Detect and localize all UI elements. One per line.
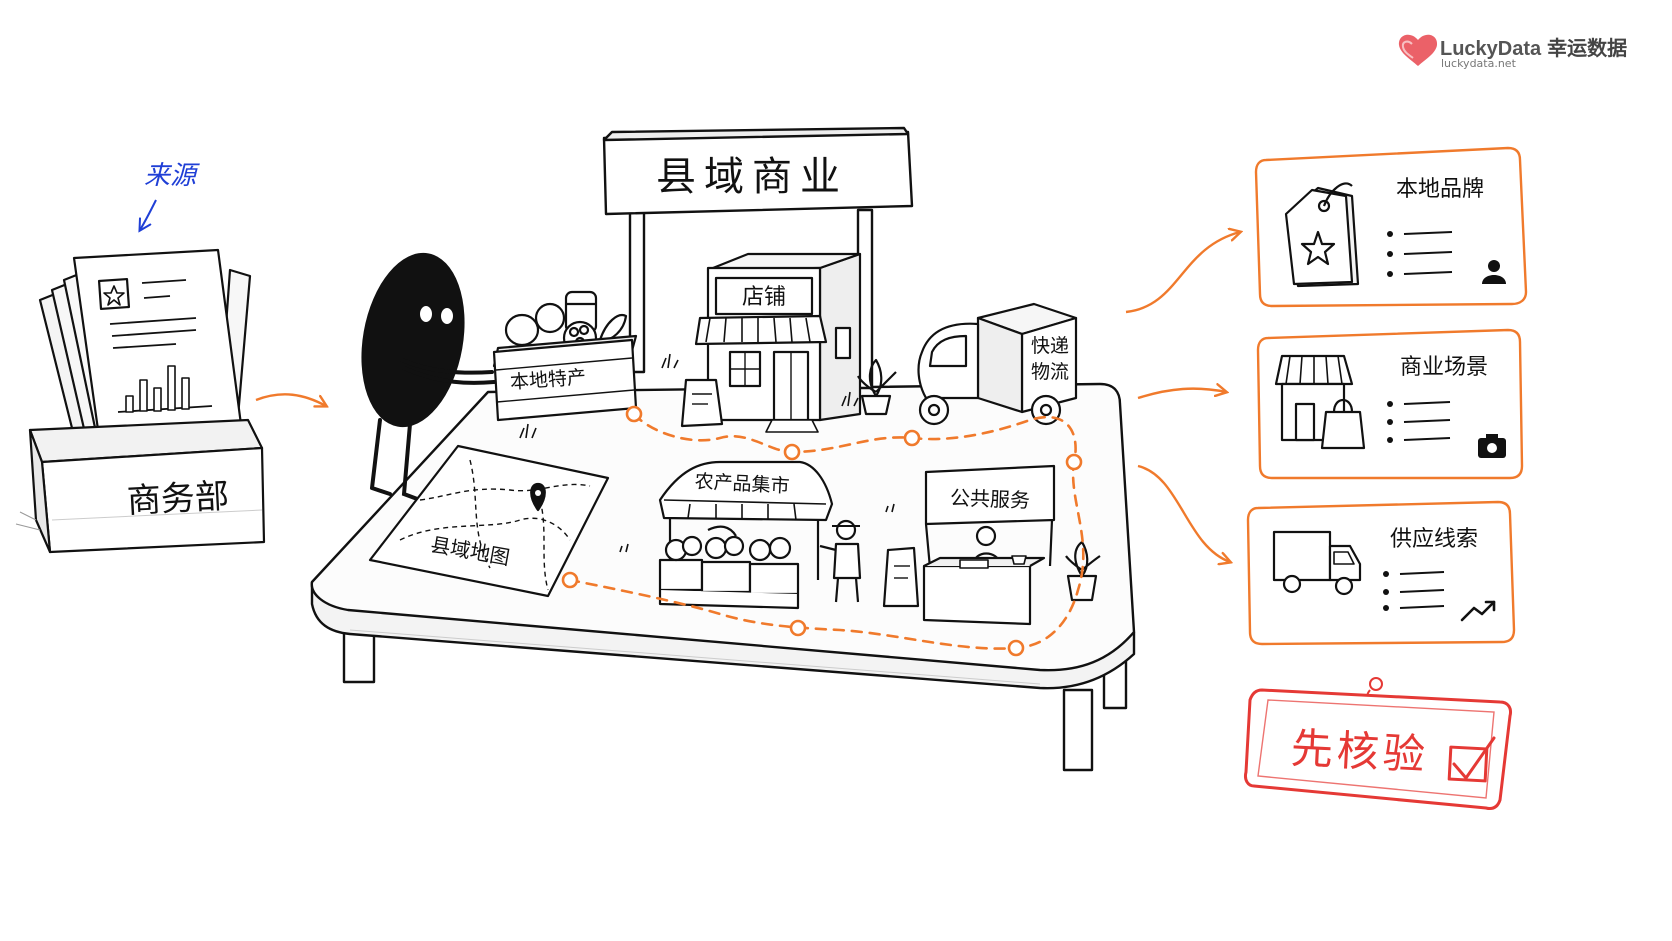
source-annotation-arrow [140,199,157,230]
trend-up-icon [1460,600,1496,622]
crate-label: 本地特产 [509,366,586,393]
brand-name-en: LuckyData [1440,38,1542,60]
brand-name-cn: 幸运数据 [1547,38,1628,60]
heart-icon [1398,34,1438,66]
person-icon [1482,260,1506,284]
flow-arrow-scene [1137,389,1226,400]
output-brand-label: 本地品牌 [1396,177,1484,202]
service-label: 公共服务 [950,486,1031,513]
truck-label-line2: 物流 [1031,361,1069,383]
truck-label-line1: 快递 [1031,335,1069,357]
public-service-booth [882,464,1101,626]
grass-tufts [519,353,895,553]
flow-arrow-source [255,393,326,406]
output-card-brand: 本地品牌 [1254,146,1528,308]
route-stops [561,405,1083,657]
shop-label: 店铺 [742,285,786,310]
stamp-label: 先核验 [1290,723,1430,779]
camera-icon [1478,434,1506,458]
truck-label: 快递物流 [1031,335,1069,383]
county-business-sign [602,126,914,390]
source-annotation: 来源 [144,161,200,191]
checkbox-icon [1447,736,1496,783]
delivery-tricycle [917,302,1078,426]
bullet-list [1383,571,1445,611]
county-map-sheet [368,444,610,598]
bullet-list [1387,231,1453,277]
black-blob-character [361,252,496,502]
farmers-market-stall [658,460,862,610]
output-scene-label: 商业场景 [1400,355,1488,380]
source-report-box [28,248,266,554]
flow-arrow-supply [1137,464,1230,562]
brand-url: luckydata.net [1441,57,1516,70]
source-box-label: 商务部 [126,476,230,521]
output-supply-label: 供应线索 [1390,527,1478,552]
market-label: 农产品集市 [694,471,790,498]
verify-stamp [1244,677,1512,810]
storefront-icon [1274,354,1366,450]
specialty-crate [492,290,638,422]
flow-arrow-brand [1125,232,1240,314]
sign-title: 县域商业 [656,154,848,200]
output-card-scene: 商业场景 [1256,328,1524,480]
tag-star-icon [1284,182,1360,288]
truck-icon [1272,530,1362,596]
output-card-supply: 供应线索 [1246,500,1516,646]
bullet-list [1387,401,1451,443]
shop-building [680,252,897,433]
